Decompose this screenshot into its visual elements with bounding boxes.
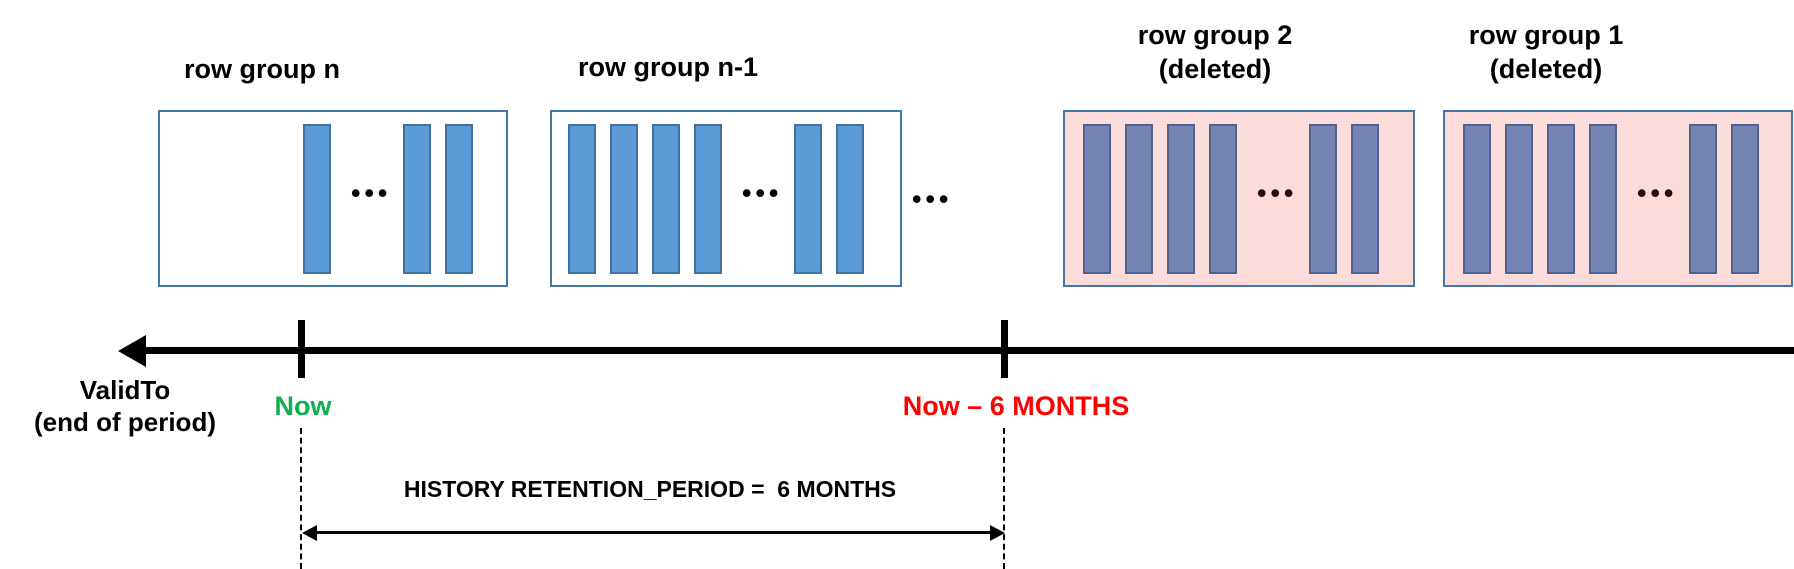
row-group-n-title: row group n <box>184 52 340 86</box>
row-data-bar <box>1463 123 1491 274</box>
title-line: (deleted) <box>1489 54 1603 84</box>
row-data-bar <box>1125 123 1153 274</box>
now-tick <box>298 320 305 378</box>
row-data-bar <box>1731 123 1760 274</box>
row-data-bar <box>794 123 823 274</box>
arrowhead-right-icon <box>990 525 1005 541</box>
row-data-bar <box>652 123 680 274</box>
row-data-bar <box>1351 123 1380 274</box>
row-data-bar <box>403 123 432 274</box>
row-group-n-1-title: row group n-1 <box>578 50 758 84</box>
row-data-bar <box>1505 123 1533 274</box>
now-label: Now <box>274 391 332 421</box>
row-data-bar <box>1589 123 1617 274</box>
retention-span-arrow <box>310 531 996 534</box>
retention-period-label: HISTORY RETENTION_PERIOD = 6 MONTHS <box>403 476 897 502</box>
timeline-axis <box>140 347 1794 354</box>
ellipsis: ••• <box>912 184 953 214</box>
axis-label-line: ValidTo <box>79 375 171 405</box>
cutoff-tick <box>1001 320 1008 378</box>
title-line: row group n <box>184 54 340 84</box>
title-line: (deleted) <box>1158 54 1272 84</box>
axis-label-line: (end of period) <box>34 407 216 437</box>
cutoff-dashed-line <box>1003 428 1005 569</box>
row-data-bar <box>1309 123 1338 274</box>
title-line: row group 2 <box>1137 20 1293 50</box>
row-data-bar <box>1547 123 1575 274</box>
now-dashed-line <box>300 428 302 569</box>
row-data-bar <box>1167 123 1195 274</box>
validto-axis-label: ValidTo (end of period) <box>34 374 216 438</box>
row-group-1-title: row group 1 (deleted) <box>1469 18 1624 86</box>
row-data-bar <box>1689 123 1718 274</box>
row-group-2-title: row group 2 (deleted) <box>1138 18 1293 86</box>
row-data-bar <box>445 123 474 274</box>
row-data-bar <box>1209 123 1237 274</box>
arrowhead-left-icon <box>302 525 317 541</box>
row-group-1-box: ••• <box>1443 110 1793 287</box>
title-line: row group 1 <box>1468 20 1624 50</box>
row-data-bar <box>568 123 596 274</box>
timeline-arrowhead-icon <box>118 335 146 367</box>
row-data-bar <box>303 123 331 274</box>
ellipsis: ••• <box>1637 178 1678 208</box>
ellipsis: ••• <box>351 178 392 208</box>
row-group-n-box: ••• <box>158 110 508 287</box>
row-group-2-box: ••• <box>1063 110 1415 287</box>
row-data-bar <box>694 123 722 274</box>
row-data-bar <box>836 123 865 274</box>
row-data-bar <box>610 123 638 274</box>
row-data-bar <box>1083 123 1111 274</box>
ellipsis: ••• <box>1257 178 1298 208</box>
cutoff-label: Now – 6 MONTHS <box>902 391 1130 421</box>
row-group-n-1-box: ••• <box>550 110 902 287</box>
ellipsis: ••• <box>742 178 783 208</box>
title-line: row group n-1 <box>578 52 758 82</box>
